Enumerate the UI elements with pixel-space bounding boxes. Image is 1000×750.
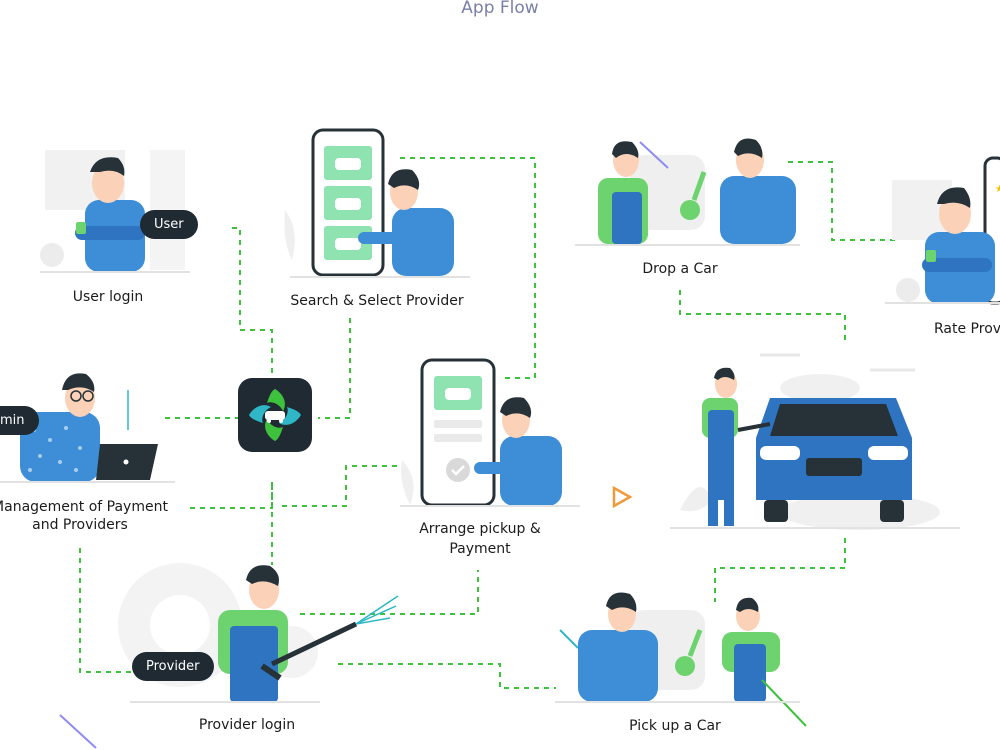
admin-badge: min	[0, 406, 39, 435]
search-select-illustration	[284, 128, 470, 278]
management-illustration	[0, 373, 175, 483]
step-label-management-line2: and Providers	[32, 517, 128, 533]
pickup-car-illustration	[555, 592, 807, 727]
car-washing-illustration	[612, 353, 960, 530]
step-label-management-line1: Management of Payment	[0, 499, 168, 515]
step-label-user-login: User login	[72, 289, 144, 305]
drop-car-illustration	[575, 138, 800, 246]
provider-badge: Provider	[132, 652, 214, 681]
svg-text:★: ★	[995, 184, 1000, 195]
step-label-arrange-line2: Payment	[449, 541, 511, 557]
arrange-pickup-illustration	[400, 358, 580, 507]
step-label-rate-provider: Rate Prov	[934, 321, 1000, 337]
user-badge: User	[140, 210, 198, 239]
page-title: App Flow	[461, 0, 539, 18]
step-label-drop-car: Drop a Car	[642, 261, 718, 277]
provider-login-illustration	[59, 563, 399, 749]
rate-provider-illustration: ★	[885, 156, 1000, 305]
step-label-search-select: Search & Select Provider	[290, 293, 464, 309]
step-label-provider-login: Provider login	[198, 717, 296, 733]
app-logo-icon	[238, 378, 312, 452]
step-label-arrange-line1: Arrange pickup &	[419, 521, 541, 537]
connector-lines	[79, 157, 898, 689]
step-label-pickup-car: Pick up a Car	[629, 718, 721, 734]
